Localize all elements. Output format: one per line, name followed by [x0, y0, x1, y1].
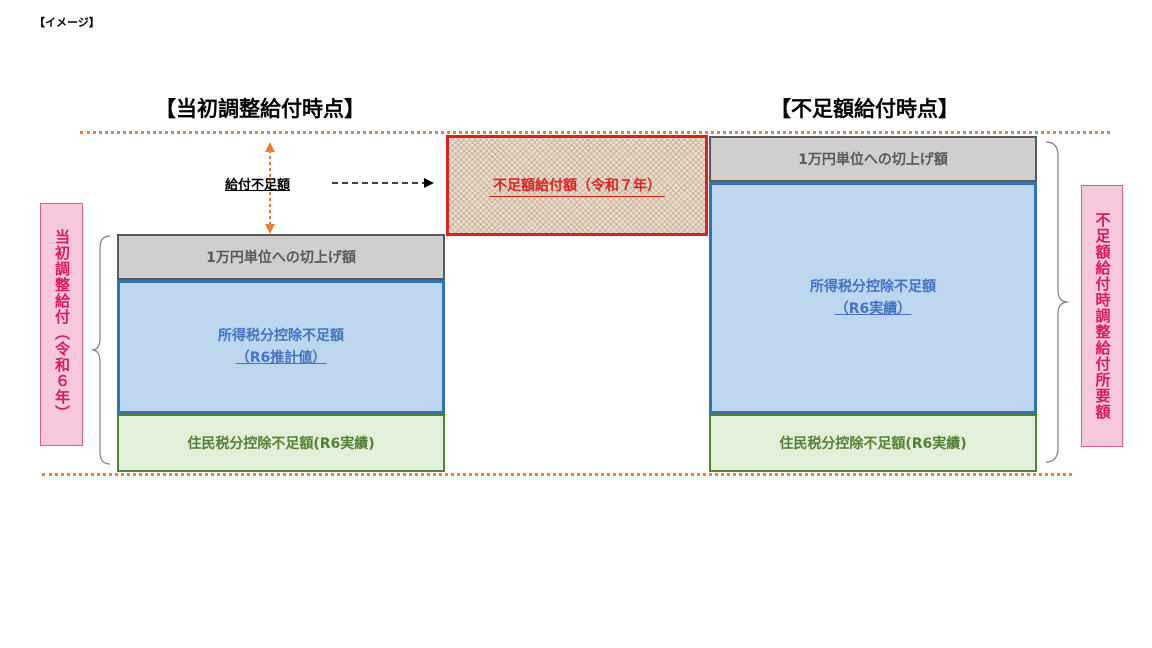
right-resident-tax-box: 住民税分控除不足額(R6実績) [709, 414, 1037, 472]
shortage-arrow [332, 178, 434, 188]
left-income-tax-box: 所得税分控除不足額 （R6推計値） [117, 280, 445, 414]
right-heading: 【不足額給付時点】 [770, 97, 959, 121]
left-side-label: 当初調整給付（令和６年） [40, 203, 83, 446]
right-brace [1045, 141, 1069, 463]
left-rounding-label: 1万円単位への切上げ額 [206, 250, 356, 266]
bottom-dotted-line [42, 473, 1072, 476]
right-side-label: 不足額給付時調整給付所要額 [1081, 185, 1123, 447]
left-resident-tax-label: 住民税分控除不足額(R6実績) [187, 436, 375, 452]
right-income-tax-box: 所得税分控除不足額 （R6実績） [709, 182, 1037, 414]
left-income-tax-label: 所得税分控除不足額 [218, 328, 344, 344]
left-income-tax-sub: （R6推計値） [235, 350, 327, 366]
left-heading: 【当初調整給付時点】 [155, 97, 365, 121]
right-rounding-label: 1万円単位への切上げ額 [798, 152, 948, 168]
right-rounding-box: 1万円単位への切上げ額 [709, 136, 1037, 182]
right-resident-tax-label: 住民税分控除不足額(R6実績) [779, 436, 967, 452]
shortage-double-arrow [265, 142, 275, 234]
left-resident-tax-box: 住民税分控除不足額(R6実績) [117, 414, 445, 472]
left-rounding-box: 1万円単位への切上げ額 [117, 234, 445, 280]
image-tag: 【イメージ】 [34, 16, 100, 29]
right-income-tax-label: 所得税分控除不足額 [810, 279, 936, 295]
left-brace [91, 235, 111, 465]
shortage-label: 給付不足額 [225, 178, 291, 193]
shortage-payment-label: 不足額給付額（令和７年） [489, 175, 665, 197]
shortage-payment-box: 不足額給付額（令和７年） [446, 135, 708, 236]
right-income-tax-sub: （R6実績） [834, 301, 912, 317]
top-dotted-line [80, 131, 1110, 134]
